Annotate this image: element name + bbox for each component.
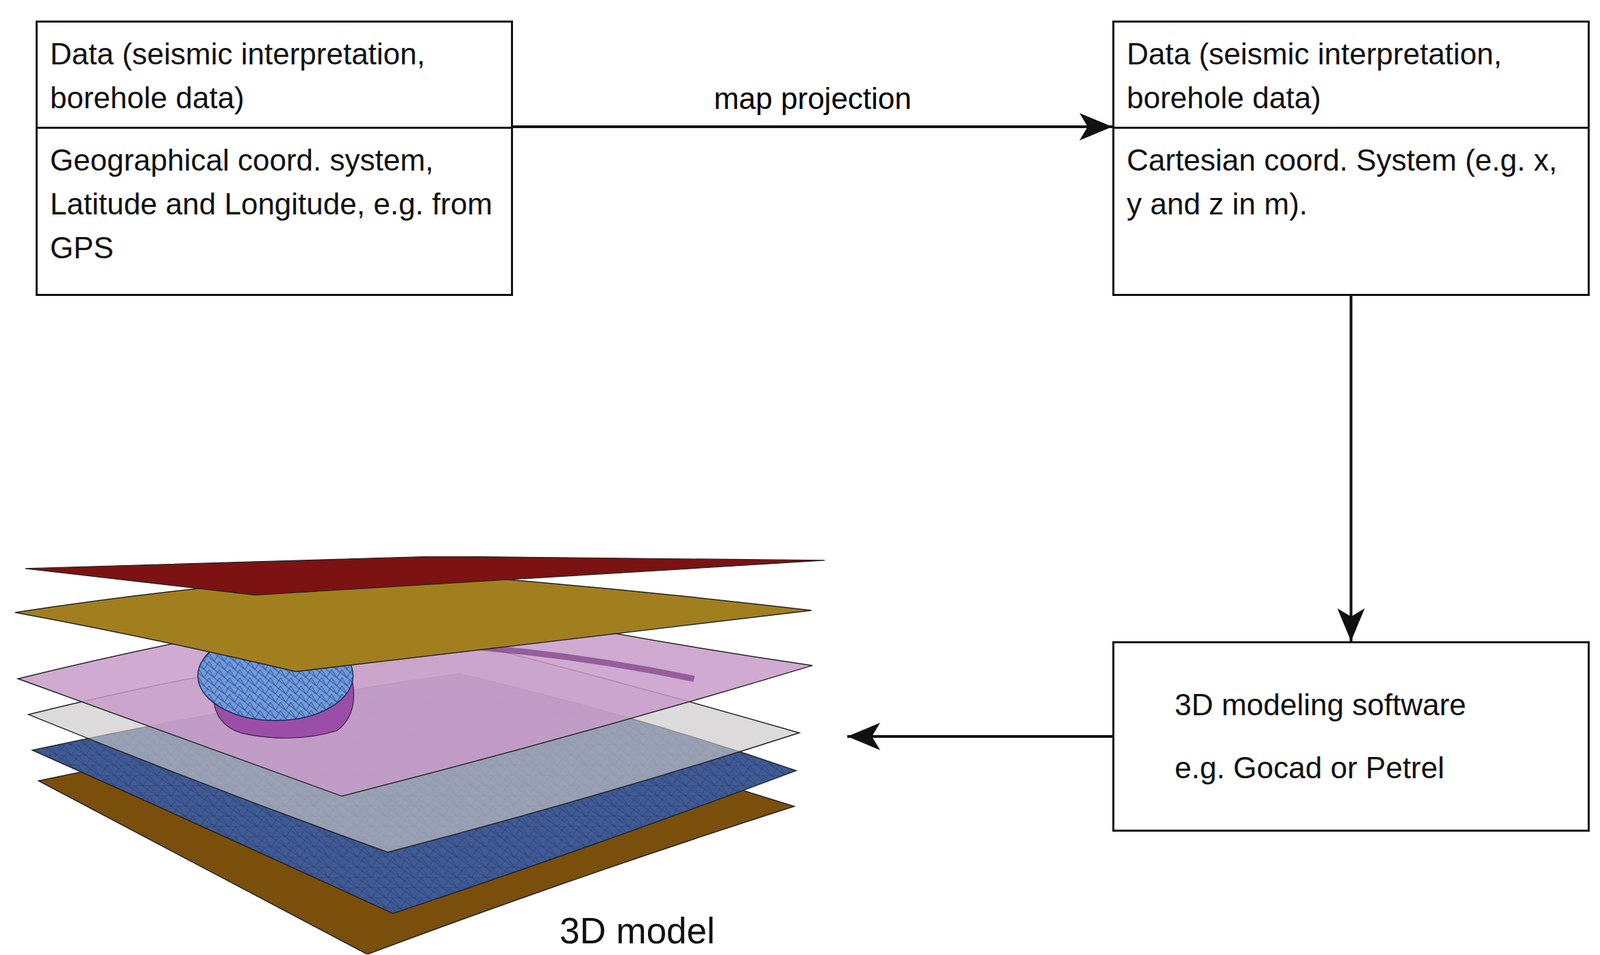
flow-arrow: [1350, 295, 1353, 642]
layered-3d-model: [15, 556, 848, 955]
box-body: Cartesian coord. System (e.g. x, y and z…: [1114, 126, 1588, 233]
box-heading: Data (seismic interpretation, borehole d…: [1114, 22, 1588, 127]
edge-label: map projection: [710, 80, 915, 118]
box-body: Geographical coord. system, Latitude and…: [37, 126, 511, 277]
box-text: 3D modeling software: [1174, 682, 1588, 727]
figure-label: 3D model: [559, 910, 716, 952]
box-text: e.g. Gocad or Petrel: [1174, 745, 1588, 790]
gold-layer: [15, 571, 812, 672]
flow-arrow: [847, 734, 1113, 738]
model-figure: 3D model: [15, 556, 848, 955]
software-box: 3D modeling software e.g. Gocad or Petrel: [1112, 641, 1590, 832]
source-data-box: Data (seismic interpretation, borehole d…: [35, 20, 514, 296]
top-red-layer: [25, 556, 825, 596]
box-heading: Data (seismic interpretation, borehole d…: [37, 22, 511, 127]
flow-arrow: [513, 125, 1113, 129]
projected-data-box: Data (seismic interpretation, borehole d…: [1112, 20, 1590, 296]
